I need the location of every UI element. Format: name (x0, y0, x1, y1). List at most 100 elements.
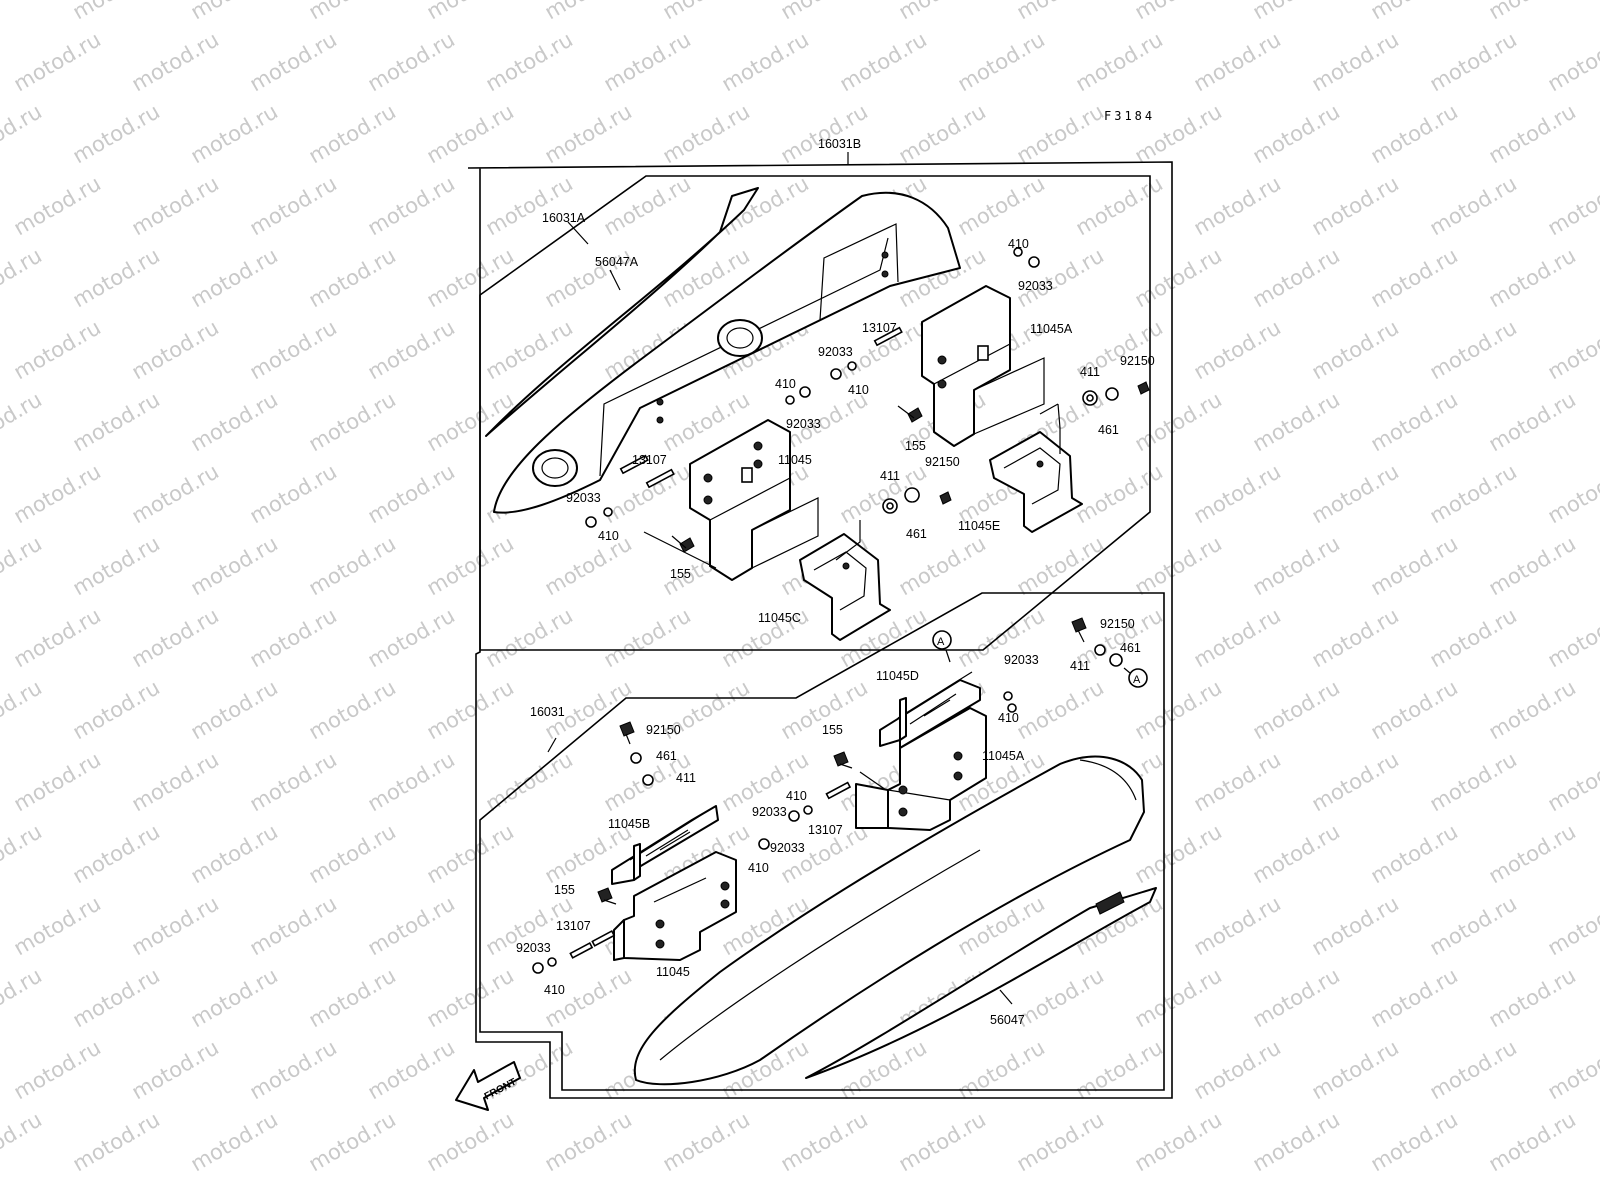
watermark-text: motod.ru (246, 315, 341, 384)
part-label: 13107 (556, 919, 591, 933)
watermark-text: motod.ru (1367, 243, 1462, 312)
watermark-text: motod.ru (1072, 171, 1167, 240)
part-label: 11045A (982, 749, 1025, 763)
watermark-text: motod.ru (246, 27, 341, 96)
upper-hardware (585, 247, 1150, 569)
part-label: 92150 (1120, 354, 1155, 368)
watermark-text: motod.ru (69, 963, 164, 1032)
watermark-text: motod.ru (1426, 315, 1521, 384)
watermark-text: motod.ru (1485, 531, 1580, 600)
watermark-text: motod.ru (777, 99, 872, 168)
watermark-text: motod.ru (1485, 819, 1580, 888)
watermark-text: motod.ru (364, 171, 459, 240)
watermark-text: motod.ru (364, 315, 459, 384)
watermark-text: motod.ru (1308, 459, 1403, 528)
watermark-text: motod.ru (895, 99, 990, 168)
reference-marker-top: A (932, 630, 952, 663)
part-label: 92150 (1100, 617, 1135, 631)
watermark-text: motod.ru (1249, 675, 1344, 744)
watermark-text: motod.ru (895, 1107, 990, 1176)
watermark-text: motod.ru (305, 387, 400, 456)
part-label: 92033 (786, 417, 821, 431)
leader-56047 (999, 989, 1013, 1005)
watermark-text: motod.ru (1131, 0, 1226, 24)
bracket-11045a-upper (921, 285, 1045, 447)
watermark-text: motod.ru (1190, 603, 1285, 672)
watermark-text: motod.ru (1367, 819, 1462, 888)
bracket-11045b (611, 805, 719, 885)
watermark-text: motod.ru (1013, 963, 1108, 1032)
watermark-text: motod.ru (69, 819, 164, 888)
watermark-text: motod.ru (246, 603, 341, 672)
watermark-text: motod.ru (1013, 675, 1108, 744)
watermark-text: motod.ru (1249, 819, 1344, 888)
watermark-text: motod.ru (128, 171, 223, 240)
watermark-text: motod.ru (246, 459, 341, 528)
watermark-text: motod.ru (1308, 315, 1403, 384)
watermark-text: motod.ru (423, 819, 518, 888)
watermark-text: motod.ru (128, 891, 223, 960)
watermark-text: motod.ru (1249, 963, 1344, 1032)
watermark-text: motod.ru (1308, 27, 1403, 96)
watermark-text: motod.ru (718, 27, 813, 96)
watermark-text: motod.ru (423, 675, 518, 744)
bracket-11045a-lower (855, 707, 987, 831)
watermark-text: motod.ru (305, 99, 400, 168)
watermark-text: motod.ru (246, 747, 341, 816)
watermark-text: motod.ru (1013, 99, 1108, 168)
watermark-text: motod.ru (482, 603, 577, 672)
watermark-text: motod.ru (305, 819, 400, 888)
watermark-text: motod.ru (187, 387, 282, 456)
watermark-text: motod.ru (1131, 531, 1226, 600)
watermark-text: motod.ru (10, 747, 105, 816)
part-label: 56047 (990, 1013, 1025, 1027)
part-label: 92033 (566, 491, 601, 505)
watermark-text: motod.ru (1485, 99, 1580, 168)
watermark-text: motod.ru (1131, 387, 1226, 456)
watermark-text: motod.ru (423, 0, 518, 24)
lower-hardware (532, 617, 1123, 974)
watermark-text: motod.ru (128, 27, 223, 96)
part-label: 56047A (595, 255, 639, 269)
watermark-text: motod.ru (600, 603, 695, 672)
watermark-text: motod.ru (659, 0, 754, 24)
watermark-text: motod.ru (1485, 963, 1580, 1032)
watermark-text: motod.ru (1426, 1035, 1521, 1104)
watermark-text: motod.ru (1190, 747, 1285, 816)
part-label: 410 (748, 861, 769, 875)
watermark-text: motod.ru (482, 315, 577, 384)
bracket-11045e (989, 431, 1083, 533)
watermark-text: motod.ru (1190, 1035, 1285, 1104)
watermark-text: motod.ru (1367, 963, 1462, 1032)
svg-text:A: A (1133, 674, 1141, 686)
watermark-text: motod.ru (1013, 1107, 1108, 1176)
watermark-text: motod.ru (541, 1107, 636, 1176)
watermark-text: motod.ru (10, 315, 105, 384)
part-label: 92033 (1004, 653, 1039, 667)
watermark-text: motod.ru (0, 819, 46, 888)
watermark-text: motod.ru (1249, 0, 1344, 24)
watermark-text: motod.ru (1426, 603, 1521, 672)
watermark-text: motod.ru (364, 603, 459, 672)
group-frame-16031a (479, 175, 1151, 651)
watermark-text: motod.ru (1544, 1035, 1600, 1104)
watermark-text: motod.ru (1544, 891, 1600, 960)
watermark-text: motod.ru (1072, 27, 1167, 96)
watermark-text: motod.ru (10, 171, 105, 240)
set-label-16031b: 16031B (818, 137, 861, 151)
watermark-text: motod.ru (187, 675, 282, 744)
leader-56047a (609, 269, 621, 291)
watermark-text: motod.ru (364, 1035, 459, 1104)
watermark-text: motod.ru (1308, 747, 1403, 816)
part-label: 11045D (876, 669, 919, 683)
watermark-text: motod.ru (128, 315, 223, 384)
watermark-text: motod.ru (364, 891, 459, 960)
part-label: 92033 (770, 841, 805, 855)
part-label: 410 (598, 529, 619, 543)
part-label: 410 (1008, 237, 1029, 251)
watermark-text: motod.ru (1308, 891, 1403, 960)
part-label: 16031A (542, 211, 586, 225)
watermark-text: motod.ru (10, 27, 105, 96)
watermark-text: motod.ru (69, 99, 164, 168)
part-label: 11045 (778, 453, 812, 467)
